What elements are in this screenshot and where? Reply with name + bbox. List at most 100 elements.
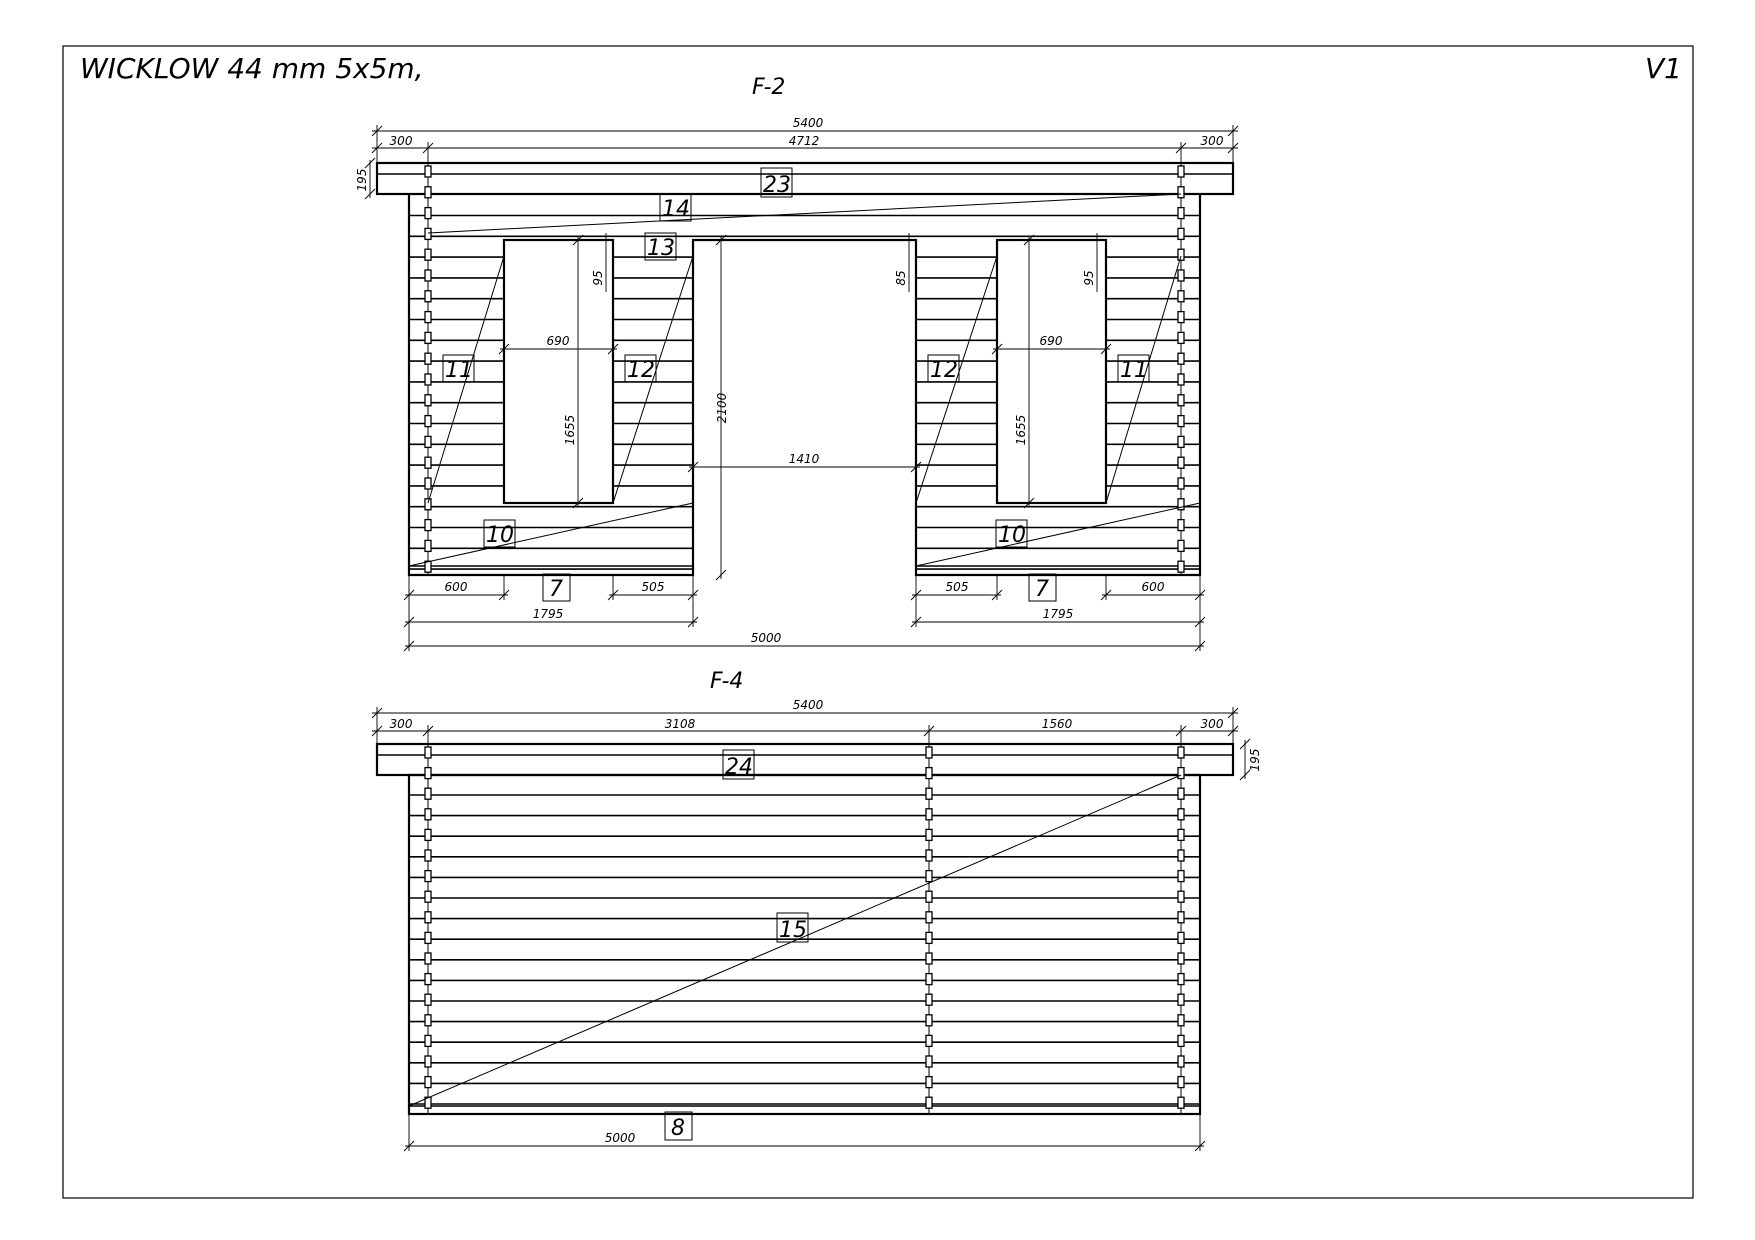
version-label: V1 [1645,52,1682,85]
f4-post-notch [424,808,432,821]
f2-window-right [995,238,1108,505]
tag-7-right: 7 [1028,573,1057,602]
tag-10-left: 10 [483,519,516,548]
f4-post-notch [424,1096,432,1109]
f2-post-notch [424,477,432,490]
f2-fascia [375,161,1235,196]
f4-dim-overall: 5400 [793,698,824,712]
f4-post-notch [424,787,432,800]
f2-dim-overhang-left: 300 [390,134,413,148]
f2-dim-door-height: 2100 [715,392,729,423]
f4-post-notch [1177,1034,1185,1048]
f4-post-notch [1177,787,1185,800]
sheet-title: WICKLOW 44 mm 5x5m, [80,52,424,85]
f2-post-notch [1177,518,1185,532]
f2-post-notch [1177,331,1185,345]
elevation-f4: F-4 24 15 8 [371,669,1262,1152]
f2-post-notch [424,539,432,553]
f2-dim-door-top: 85 [894,270,908,285]
tag-10-right: 10 [995,519,1028,548]
f2-corner-posts [424,163,1185,575]
f2-dim-right-jamb: 505 [946,580,969,594]
tag-24: 24 [722,749,755,780]
f2-dim-right-pier: 600 [1142,580,1165,594]
f4-post-notch [1177,1014,1185,1027]
f2-dim-overall: 5400 [793,116,824,130]
f4-post-notch [424,746,432,759]
f2-post-notch [1177,248,1185,261]
f4-post-notch [424,766,432,780]
svg-text:13: 13 [647,236,675,261]
f4-wall-courses [377,754,1233,1107]
f2-brace-11-left [427,255,505,504]
f4-post-notch [925,1055,933,1068]
f2-dim-overhang-right: 300 [1201,134,1224,148]
f4-post-notch [424,1075,432,1089]
f4-post-notch [424,993,432,1006]
f4-post-notch [925,890,933,903]
f2-post-notch [1177,539,1185,553]
f4-post-notch [1177,1096,1185,1109]
f4-post-notch [925,911,933,924]
svg-text:12: 12 [930,358,958,383]
f2-post-notch [424,227,432,241]
f4-post-notch [1177,911,1185,924]
f2-brace-10-left [408,502,694,567]
f2-post-notch [424,560,432,573]
f2-dim-left-pier: 600 [445,580,468,594]
f4-post-notch [925,1014,933,1027]
f2-brace-10-right [915,502,1201,567]
f4-post-notch [424,911,432,924]
f4-post-notch [424,952,432,965]
f4-post-notch [925,1034,933,1048]
svg-text:14: 14 [662,197,690,222]
f2-post-notch [1177,560,1185,573]
f4-posts [424,744,1185,1114]
f4-post-notch [424,890,432,903]
f4-post-notch [1177,808,1185,821]
f2-dim-window-left-height: 1655 [563,415,577,446]
f2-post-notch [1177,414,1185,428]
f2-dimension-labels: 5400 300 4712 300 195 690 690 1655 1655 … [355,116,1224,645]
f2-dim-window-right-height: 1655 [1014,415,1028,446]
f4-post-notch [925,787,933,800]
f4-post-notch [424,869,432,883]
f4-post-notch [925,869,933,883]
f2-dim-fascia-height: 195 [355,169,369,192]
f4-dimension-labels: 5400 300 3108 1560 300 195 5000 [390,698,1262,1145]
f2-post-notch [424,352,432,365]
f4-post-notch [424,931,432,945]
svg-text:10: 10 [998,523,1026,548]
f4-fascia [375,742,1235,777]
svg-text:7: 7 [1035,577,1049,602]
sheet-border [62,45,1694,1199]
f2-post-notch [424,290,432,303]
svg-text:24: 24 [725,755,753,780]
f2-title: F-2 [752,75,785,100]
f2-brace-12-left [612,255,694,504]
f4-post-notch [1177,952,1185,965]
f4-part-tags: 24 15 8 [664,749,809,1141]
f2-post-notch [1177,186,1185,199]
tag-23: 23 [760,167,793,198]
f4-post-notch [1177,849,1185,862]
f2-wall-outline [407,194,1202,577]
f2-dim-wall: 5000 [751,631,782,645]
f4-post-notch [424,1014,432,1027]
f4-dim-span-right: 1560 [1042,717,1073,731]
f2-dimensions [364,125,1239,652]
f4-title: F-4 [710,669,743,694]
f2-post-notch [1177,435,1185,449]
f4-post-notch [424,1055,432,1068]
f2-post-notch [424,331,432,345]
f2-post-notch [424,373,432,386]
f2-dim-left-section: 1795 [533,607,564,621]
tag-14: 14 [659,193,692,222]
f2-post-notch [424,186,432,199]
f2-post-notch [424,435,432,449]
f4-post-notch [1177,972,1185,986]
f2-brace-11-right [1105,255,1182,504]
f4-post-notch [1177,1055,1185,1068]
f2-post-notch [1177,394,1185,407]
f2-post-notch [424,310,432,324]
